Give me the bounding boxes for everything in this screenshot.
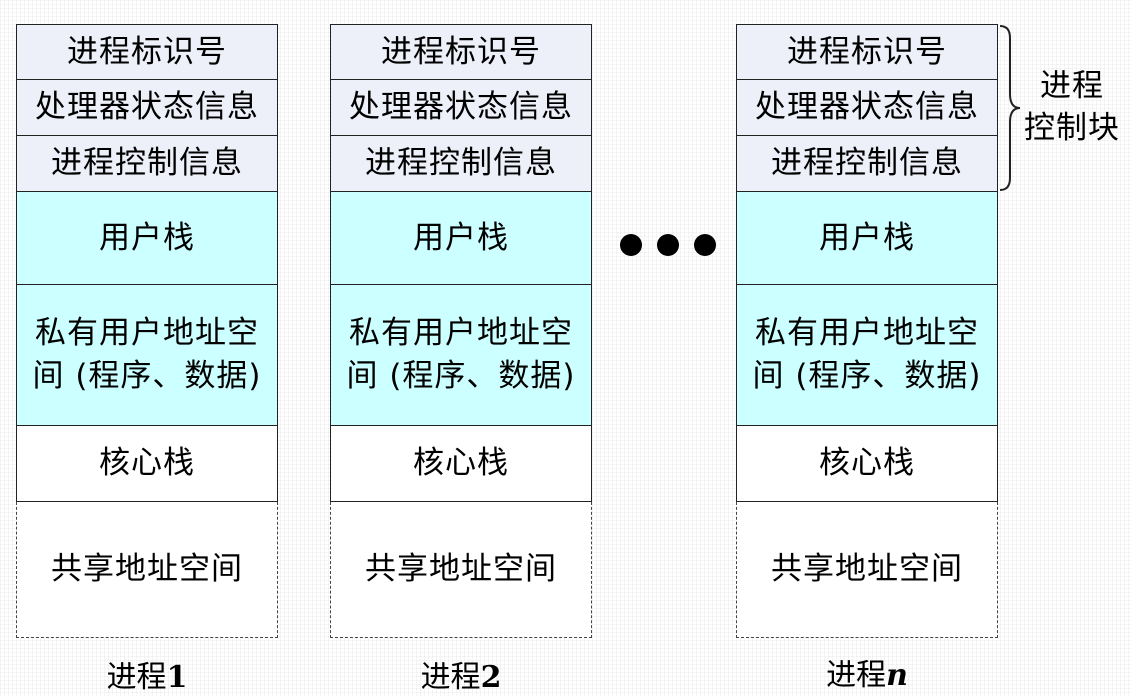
process-label-prefix: 进程	[106, 660, 167, 695]
process-label-n: 进程n	[736, 650, 998, 694]
shared-address-space: 共享地址空间	[16, 502, 278, 638]
private-address-space: 私有用户地址空 间 (程序、数据)	[736, 285, 998, 426]
process-label-2: 进程2	[330, 652, 592, 696]
process-column-n: 进程标识号 处理器状态信息 进程控制信息 用户栈 私有用户地址空 间 (程序、数…	[736, 24, 998, 638]
process-column-2: 进程标识号 处理器状态信息 进程控制信息 用户栈 私有用户地址空 间 (程序、数…	[330, 24, 592, 638]
pcb-process-control: 进程控制信息	[330, 136, 592, 192]
process-label-prefix: 进程	[420, 660, 481, 695]
pcb-processor-state: 处理器状态信息	[16, 80, 278, 136]
kernel-stack: 核心栈	[330, 426, 592, 502]
private-address-space: 私有用户地址空 间 (程序、数据)	[330, 285, 592, 426]
private-space-line2: 间 (程序、数据)	[752, 358, 982, 394]
dot-icon	[657, 234, 679, 256]
dot-icon	[694, 234, 716, 256]
process-label-number: 2	[480, 660, 502, 695]
private-space-line2: 间 (程序、数据)	[346, 358, 576, 394]
shared-address-space: 共享地址空间	[330, 502, 592, 638]
process-column-1: 进程标识号 处理器状态信息 进程控制信息 用户栈 私有用户地址空 间 (程序、数…	[16, 24, 278, 638]
process-label-number: 1	[166, 660, 188, 695]
private-address-space: 私有用户地址空 间 (程序、数据)	[16, 285, 278, 426]
pcb-brace-icon	[999, 25, 1021, 191]
pcb-process-control: 进程控制信息	[16, 136, 278, 192]
user-stack: 用户栈	[16, 192, 278, 285]
user-stack: 用户栈	[736, 192, 998, 285]
kernel-stack: 核心栈	[16, 426, 278, 502]
user-stack: 用户栈	[330, 192, 592, 285]
ellipsis-icon	[618, 234, 718, 260]
shared-address-space: 共享地址空间	[736, 502, 998, 638]
pcb-brace-label: 进程 控制块	[1020, 66, 1124, 150]
process-label-number: n	[886, 658, 908, 693]
pcb-brace-label-line2: 控制块	[1024, 109, 1120, 146]
private-space-line1: 私有用户地址空	[35, 315, 259, 352]
pcb-process-id: 进程标识号	[330, 24, 592, 80]
pcb-process-id: 进程标识号	[736, 24, 998, 80]
process-label-1: 进程1	[16, 652, 278, 696]
pcb-process-id: 进程标识号	[16, 24, 278, 80]
pcb-processor-state: 处理器状态信息	[330, 80, 592, 136]
pcb-processor-state: 处理器状态信息	[736, 80, 998, 136]
pcb-process-control: 进程控制信息	[736, 136, 998, 192]
private-space-line1: 私有用户地址空	[755, 315, 979, 352]
private-space-line2: 间 (程序、数据)	[32, 358, 262, 394]
dot-icon	[620, 234, 642, 256]
pcb-brace-label-line1: 进程	[1040, 68, 1104, 104]
private-space-line1: 私有用户地址空	[349, 315, 573, 352]
process-label-prefix: 进程	[826, 658, 887, 693]
kernel-stack: 核心栈	[736, 426, 998, 502]
